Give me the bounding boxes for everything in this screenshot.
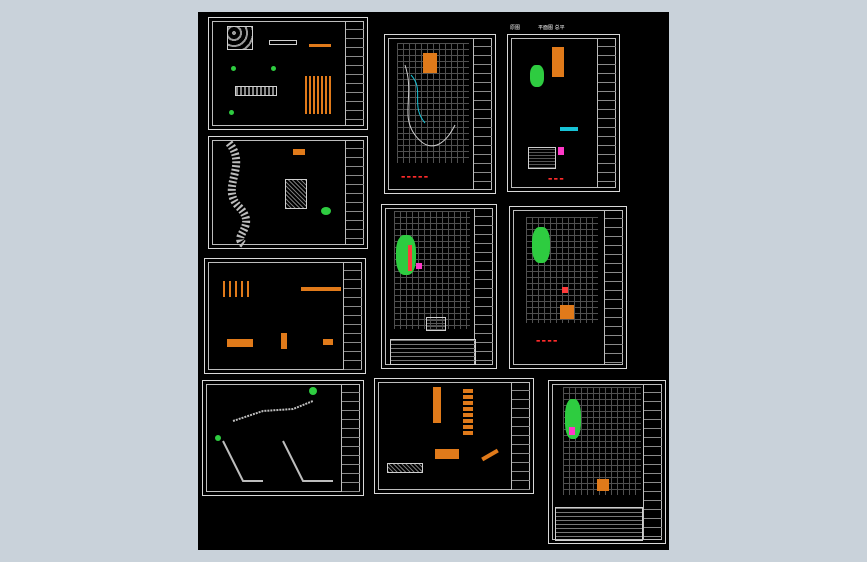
- tree-cluster: [530, 65, 544, 87]
- legend-table: [390, 339, 476, 365]
- drawing-title: ▬ ▬ ▬ ▬ ▬: [401, 175, 428, 180]
- tile-pattern: [227, 26, 253, 50]
- detail-stone-path-sheet[interactable]: [208, 136, 368, 249]
- accent-planting: [558, 147, 564, 155]
- marker-circle: [271, 66, 276, 71]
- marker-circle: [231, 66, 236, 71]
- sheet-border: [208, 262, 362, 370]
- timber-strip: [309, 44, 331, 47]
- title-block: [341, 384, 360, 492]
- drawing-title: ▬ ▬ ▬ ▬: [536, 339, 558, 344]
- tree-symbol: [309, 387, 317, 395]
- stone-path-drawing: [225, 140, 250, 248]
- shrub: [215, 435, 221, 441]
- plaza-area: [423, 53, 437, 73]
- planting-zone: [396, 235, 416, 275]
- plaza-area: [560, 305, 574, 319]
- title-block: [643, 384, 662, 540]
- slope-section: [222, 400, 333, 482]
- sheet-header-right: 平面图 总平: [538, 25, 565, 31]
- title-block: [345, 21, 364, 126]
- foundation: [387, 463, 423, 473]
- detail-steps-sheet[interactable]: [374, 378, 534, 494]
- planting-zone: [532, 227, 550, 263]
- paving-area: [528, 147, 556, 169]
- sheet-header-left: 原图: [510, 25, 521, 31]
- bench-section: [435, 449, 459, 459]
- step-profile: [463, 387, 473, 435]
- step-section: [301, 287, 341, 291]
- deck-boards: [305, 76, 333, 114]
- gravel-detail: [285, 179, 307, 209]
- drawing-title: ▬ ▬ ▬: [548, 177, 564, 182]
- pathway: [408, 245, 412, 271]
- legend-table: [555, 507, 643, 541]
- title-block: [343, 262, 362, 370]
- water-feature: [560, 127, 578, 131]
- timber-bench: [293, 149, 305, 155]
- bench-elevation: [227, 339, 253, 347]
- title-block: [597, 38, 616, 188]
- marker-circle: [229, 110, 234, 115]
- detail-pavement-sheet[interactable]: [208, 17, 368, 130]
- building-footprint: [552, 47, 564, 77]
- shrub: [321, 207, 331, 215]
- detail-section-sheet[interactable]: [202, 380, 364, 496]
- title-block: [473, 38, 492, 190]
- footing-detail: [323, 339, 333, 345]
- cad-drawing-canvas[interactable]: 原图 平面图 总平 ▬ ▬ ▬ ▬ ▬ ▬ ▬ ▬: [198, 12, 669, 550]
- title-block: [511, 382, 530, 490]
- plaza-area: [597, 479, 609, 491]
- feature-marker: [562, 287, 568, 293]
- title-block: [345, 140, 364, 245]
- flower-bed: [569, 427, 575, 435]
- section-line: [269, 40, 297, 45]
- plan-sheet-1[interactable]: ▬ ▬ ▬ ▬ ▬: [384, 34, 496, 194]
- plan-sheet-3[interactable]: [381, 204, 497, 369]
- path-outline: [404, 64, 456, 147]
- wall-section: [433, 387, 441, 423]
- base-section: [235, 86, 277, 96]
- plan-sheet-5[interactable]: [548, 380, 666, 544]
- plan-sheet-2[interactable]: ▬ ▬ ▬: [507, 34, 620, 192]
- plan-sheet-4[interactable]: ▬ ▬ ▬ ▬: [509, 206, 627, 369]
- pergola-frame: [223, 281, 251, 297]
- title-block: [604, 210, 623, 365]
- title-block: [474, 208, 493, 365]
- paving-area: [426, 317, 446, 331]
- post-detail: [281, 333, 287, 349]
- flower-bed: [416, 263, 422, 269]
- detail-pergola-sheet[interactable]: [204, 258, 366, 374]
- sheet-border: [378, 382, 530, 490]
